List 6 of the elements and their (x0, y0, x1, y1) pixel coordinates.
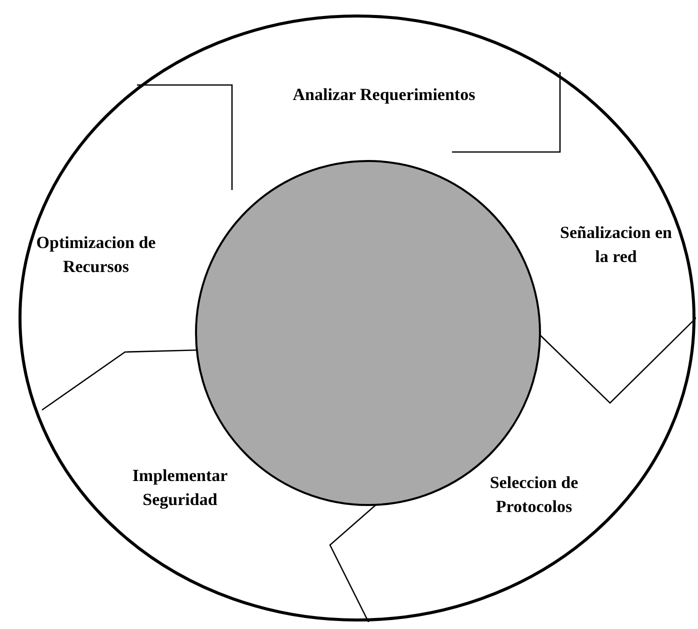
sector-label: Analizar Requerimientos (289, 83, 479, 107)
sector-label: Seleccion de Protocolos (459, 471, 609, 519)
sector-label: Optimizacion de Recursos (21, 231, 171, 279)
sector-label: Señalizacion en la red (556, 221, 676, 269)
sector-label: Implementar Seguridad (105, 464, 255, 512)
outer-ring (18, 14, 696, 622)
